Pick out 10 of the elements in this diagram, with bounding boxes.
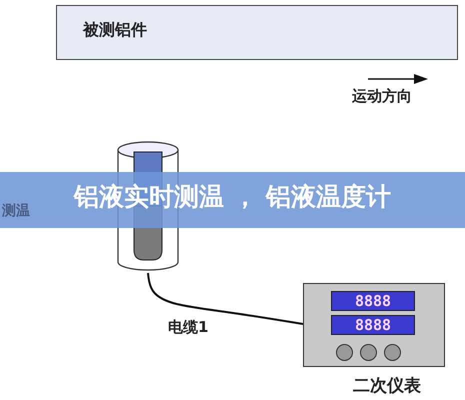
device-caption: 二次仪表 bbox=[353, 378, 421, 395]
partial-label: 测温 bbox=[2, 204, 30, 218]
cable-line bbox=[147, 272, 304, 325]
direction-label: 运动方向 bbox=[352, 89, 412, 104]
digital-display: 8888 bbox=[331, 291, 415, 311]
box-title: 被测铝件 bbox=[83, 22, 147, 38]
title: 铝液实时测温 ， 铝液温度计 bbox=[72, 184, 392, 209]
object-box bbox=[56, 5, 458, 60]
edge-label: 电缆1 bbox=[168, 320, 208, 335]
digital-display: 8888 bbox=[331, 315, 415, 335]
